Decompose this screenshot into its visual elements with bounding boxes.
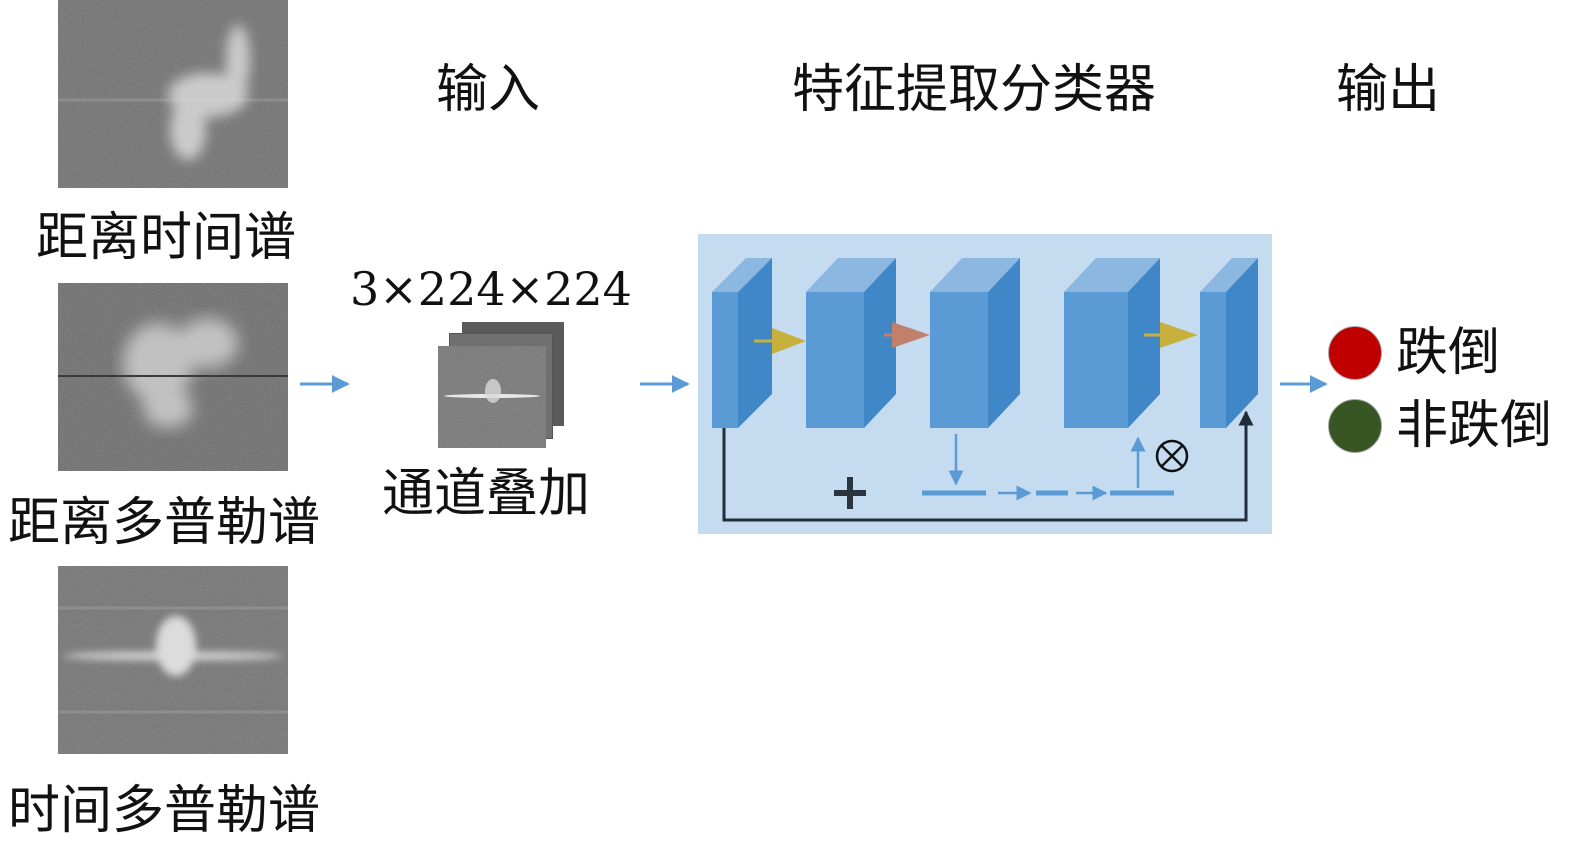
conv-block-4 [1064, 258, 1160, 428]
conv-block-2 [806, 258, 896, 428]
time-doppler-label: 时间多普勒谱 [8, 781, 321, 841]
input-header: 输入 [436, 60, 541, 120]
non-fall-output-dot [1328, 399, 1382, 453]
range-time-label: 距离时间谱 [36, 208, 297, 268]
non-fall-output-label: 非跌倒 [1396, 396, 1553, 456]
brown-arrow [884, 322, 930, 348]
range-doppler-spectrogram [58, 283, 288, 471]
time-doppler-spectrogram [58, 566, 288, 754]
skip-connection [722, 410, 1254, 522]
gold-arrow-1 [754, 328, 806, 354]
stack-layer-front [438, 346, 546, 448]
plus-operator [834, 477, 866, 509]
fall-output-label: 跌倒 [1396, 323, 1501, 383]
classifier-header: 特征提取分类器 [792, 60, 1157, 120]
stack-caption: 通道叠加 [382, 464, 591, 524]
multiply-operator [1155, 439, 1189, 473]
range-doppler-label: 距离多普勒谱 [8, 493, 321, 553]
gold-arrow-2 [1144, 322, 1198, 348]
fall-output-dot [1328, 326, 1382, 380]
conv-block-3 [930, 258, 1020, 428]
conv-block-1 [712, 258, 772, 428]
conv-block-5 [1200, 258, 1258, 428]
output-header: 输出 [1336, 60, 1441, 120]
range-time-spectrogram [58, 0, 288, 188]
stack-dimensions: 3×224×224 [350, 262, 632, 316]
